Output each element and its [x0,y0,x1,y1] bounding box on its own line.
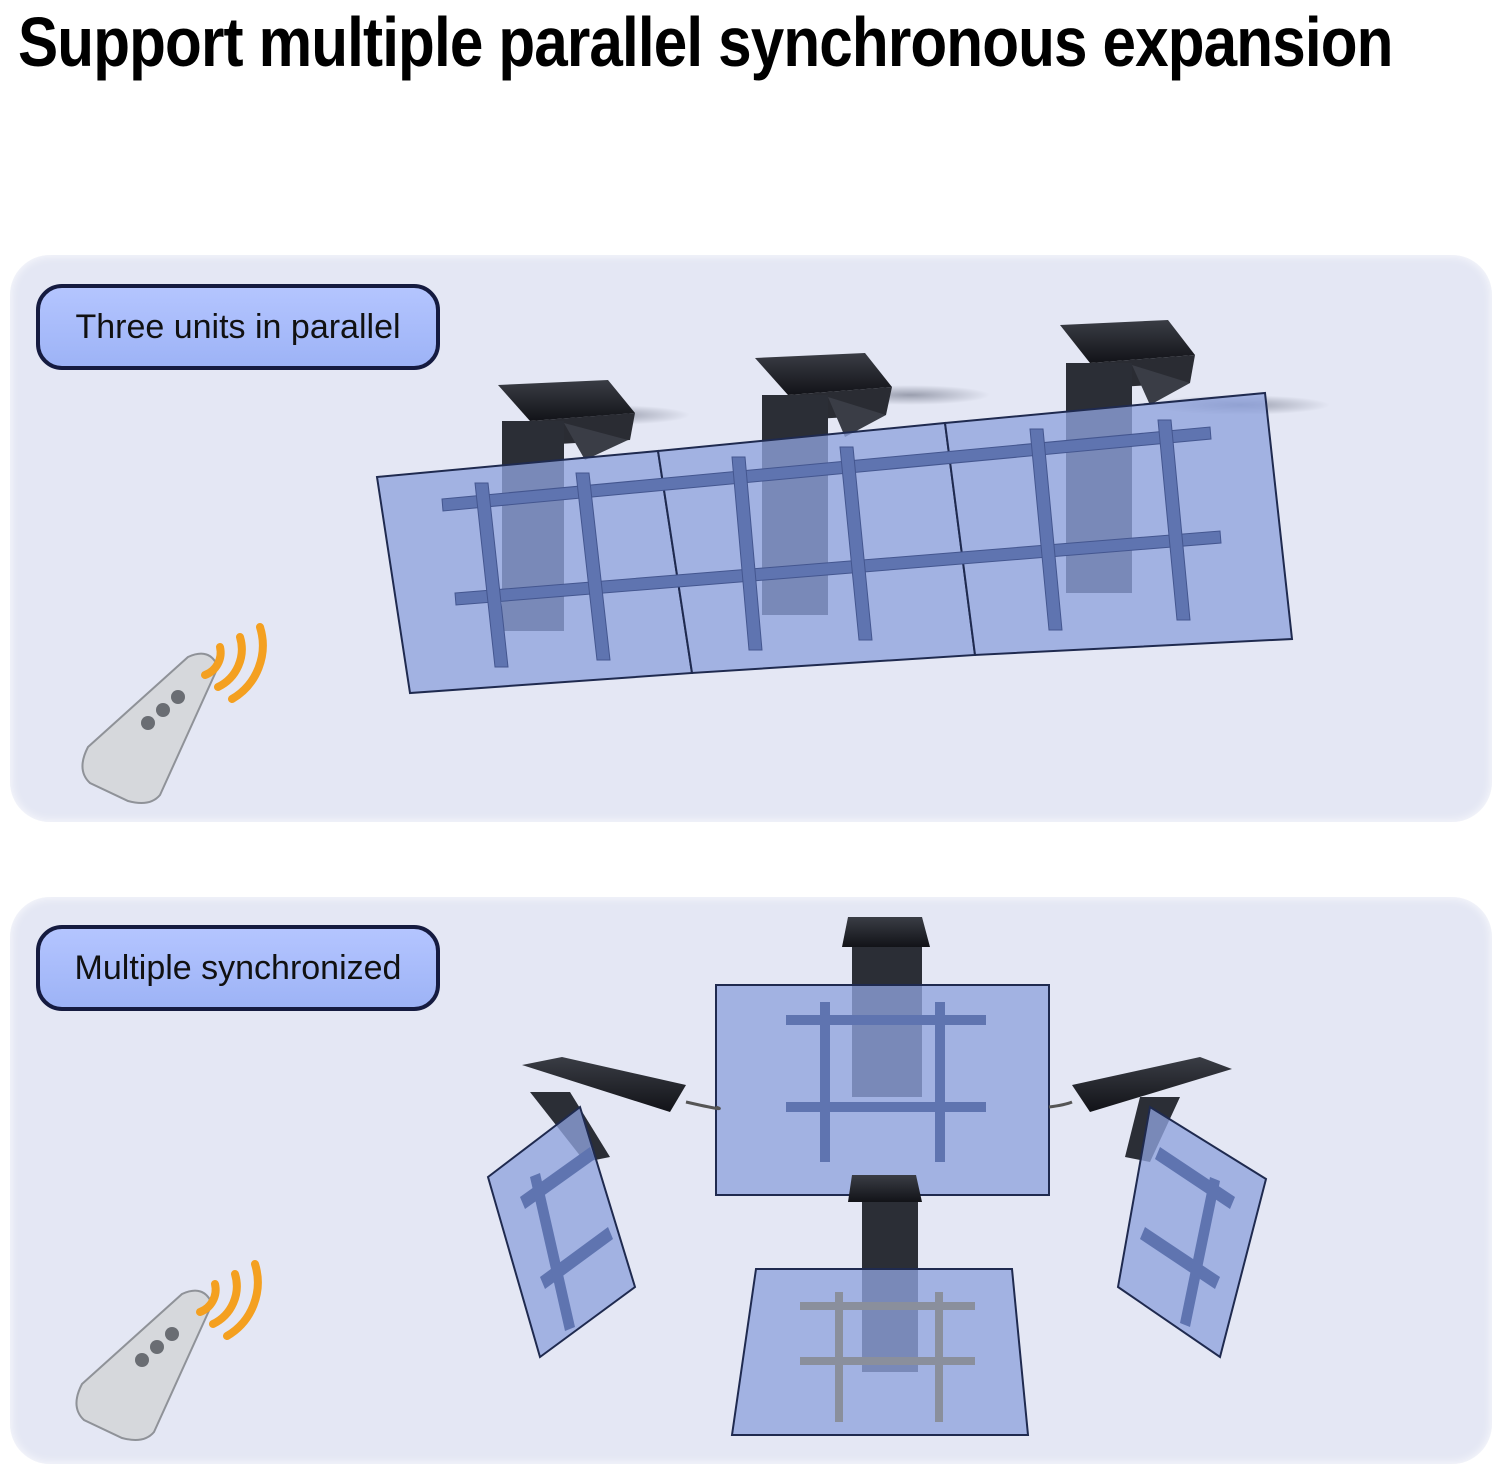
tv-screen [486,1105,637,1359]
wireless-signal-icon [201,623,267,703]
panel-multiple-synchronized: Multiple synchronized [10,897,1492,1464]
three-units-illustration [81,320,1330,804]
label-pill: Multiple synchronized [36,925,440,1011]
panel-three-units: Three units in parallel [10,255,1492,822]
wireless-signal-icon [196,1260,262,1340]
label-pill: Three units in parallel [36,284,440,370]
headline: Support multiple parallel synchronous ex… [18,3,1393,81]
remote-control-icon [81,652,220,804]
tv-screen [715,984,1050,1196]
remote-control-icon [75,1289,214,1441]
tv-screen [1116,1105,1268,1359]
tv-screen [730,1268,1030,1436]
tv-screen [943,391,1294,657]
synchronized-illustration [75,917,1268,1441]
